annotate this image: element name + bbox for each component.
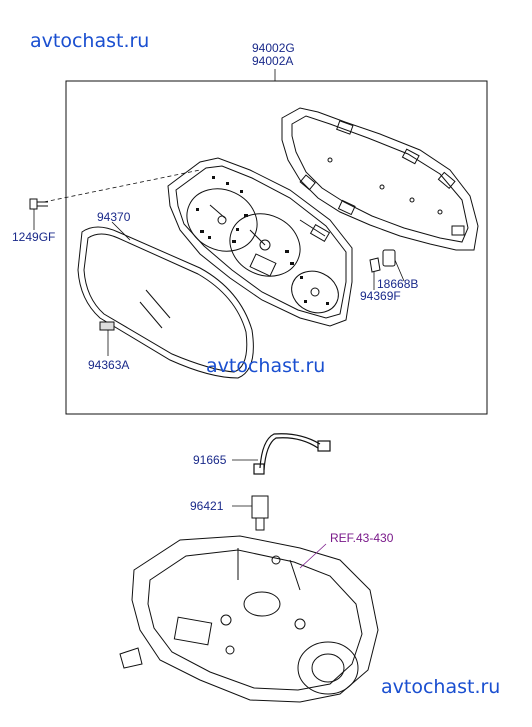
bulb-socket-leader — [394, 259, 405, 282]
assembly-frame — [65, 80, 488, 415]
label-94002a: 94002A — [252, 54, 294, 68]
label-ref-43-430[interactable]: REF.43-430 — [330, 531, 394, 545]
rear-housing — [281, 107, 479, 251]
label-18668b: 18668B — [377, 277, 419, 291]
glass-leader — [111, 221, 131, 241]
bulb-parts — [369, 249, 396, 273]
watermark-middle: avtochast.ru — [206, 355, 326, 377]
label-96421: 96421 — [190, 499, 224, 513]
label-94369f: 94369F — [360, 289, 401, 303]
sensor-part — [251, 495, 269, 531]
label-94370: 94370 — [97, 210, 131, 224]
transmission-part — [119, 535, 379, 703]
label-plate-part — [99, 321, 115, 331]
cluster-markings — [196, 176, 329, 305]
label-91665: 91665 — [193, 453, 227, 467]
label-94363a: 94363A — [88, 358, 130, 372]
label-1249gf: 1249GF — [12, 230, 56, 244]
glass-lens — [77, 226, 254, 379]
harness-part — [253, 433, 331, 475]
screw-part — [29, 198, 48, 210]
watermark-bottom: avtochast.ru — [381, 676, 501, 698]
ref-leader — [299, 543, 327, 569]
cluster-body — [167, 157, 353, 327]
label-94002g: 94002G — [252, 41, 295, 55]
watermark-top: avtochast.ru — [30, 30, 150, 52]
screw-dash — [43, 169, 201, 203]
